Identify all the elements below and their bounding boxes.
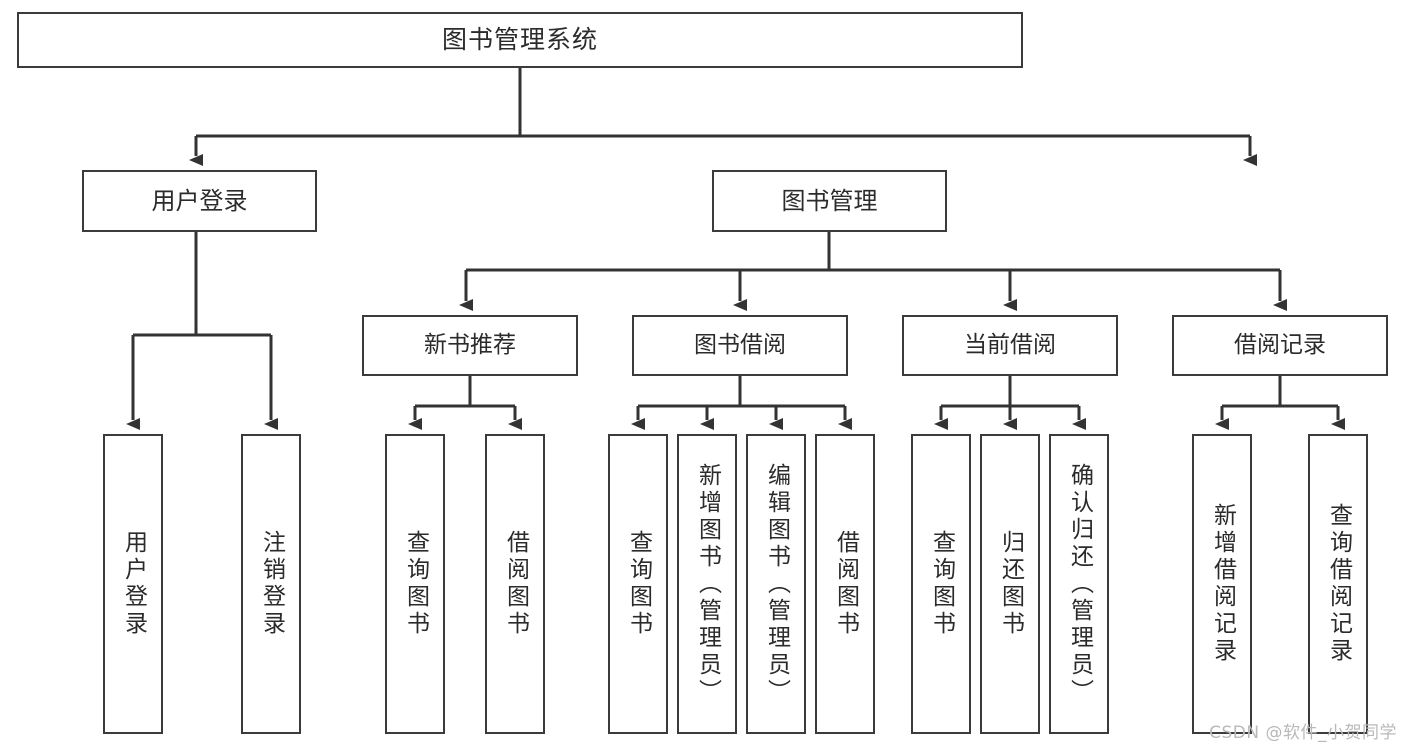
node-label: 用户登录 — [151, 186, 248, 215]
leaf-record-add-record[interactable]: 新增借阅记录 — [1192, 434, 1252, 734]
leaf-current-query-book[interactable]: 查询图书 — [911, 434, 971, 734]
node-label: 查询图书 — [928, 530, 955, 638]
node-root-system[interactable]: 图书管理系统 — [17, 12, 1023, 68]
node-label: 新书推荐 — [424, 331, 516, 358]
node-label: 确认归还（管理员） — [1066, 462, 1093, 706]
leaf-current-return-book[interactable]: 归还图书 — [980, 434, 1040, 734]
node-book-management[interactable]: 图书管理 — [712, 170, 947, 232]
leaf-recommend-borrow-book[interactable]: 借阅图书 — [485, 434, 545, 734]
leaf-recommend-query-book[interactable]: 查询图书 — [385, 434, 445, 734]
node-label: 注销登录 — [258, 530, 285, 638]
node-label: 新增借阅记录 — [1209, 503, 1236, 665]
node-label: 图书管理系统 — [441, 25, 598, 55]
node-new-book-recommend[interactable]: 新书推荐 — [362, 315, 578, 376]
csdn-watermark: CSDN @软件_小贺同学 — [1209, 723, 1397, 743]
node-label: 图书借阅 — [694, 331, 786, 358]
node-label: 查询借阅记录 — [1325, 503, 1352, 665]
node-label: 新增图书（管理员） — [694, 462, 721, 706]
leaf-borrow-edit-book-admin[interactable]: 编辑图书（管理员） — [746, 434, 806, 734]
node-label: 当前借阅 — [964, 331, 1056, 358]
leaf-borrow-query-book[interactable]: 查询图书 — [608, 434, 668, 734]
leaf-borrow-add-book-admin[interactable]: 新增图书（管理员） — [677, 434, 737, 734]
node-user-login[interactable]: 用户登录 — [82, 170, 317, 232]
node-borrow-record[interactable]: 借阅记录 — [1172, 315, 1388, 376]
node-label: 查询图书 — [402, 530, 429, 638]
node-label: 图书管理 — [781, 186, 878, 215]
node-book-borrow[interactable]: 图书借阅 — [632, 315, 848, 376]
node-label: 归还图书 — [997, 530, 1024, 638]
leaf-current-confirm-return-admin[interactable]: 确认归还（管理员） — [1049, 434, 1109, 734]
leaf-borrow-borrow-book[interactable]: 借阅图书 — [815, 434, 875, 734]
node-label: 用户登录 — [120, 530, 147, 638]
leaf-record-query-record[interactable]: 查询借阅记录 — [1308, 434, 1368, 734]
node-label: 借阅记录 — [1234, 331, 1326, 358]
node-label: 借阅图书 — [502, 530, 529, 638]
node-label: 查询图书 — [625, 530, 652, 638]
node-label: 编辑图书（管理员） — [763, 462, 790, 706]
leaf-user-login-logout[interactable]: 注销登录 — [241, 434, 301, 734]
node-label: 借阅图书 — [832, 530, 859, 638]
leaf-user-login-login[interactable]: 用户登录 — [103, 434, 163, 734]
node-current-borrow[interactable]: 当前借阅 — [902, 315, 1118, 376]
